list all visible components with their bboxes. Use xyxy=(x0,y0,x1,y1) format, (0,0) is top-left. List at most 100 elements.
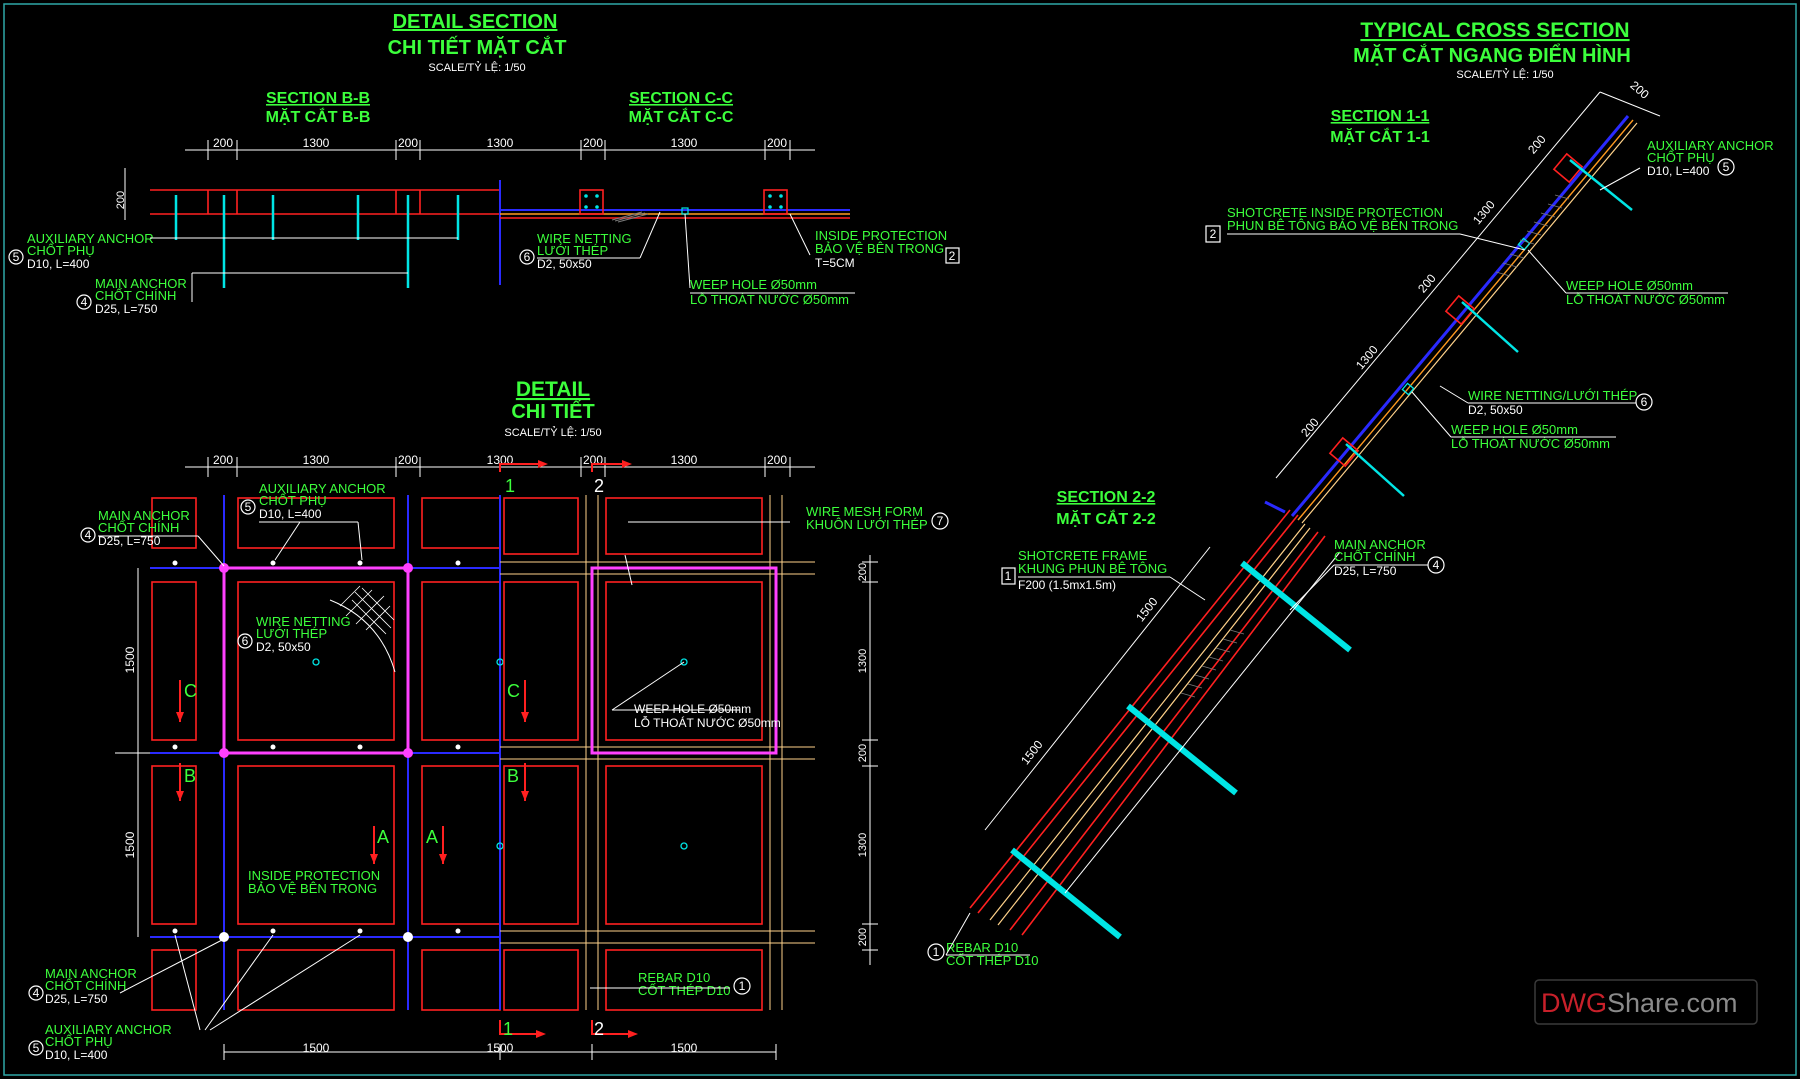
aux-anchor-spec-a: D10, L=400 xyxy=(27,257,90,271)
plan-dim-200-b: 200 xyxy=(398,453,418,467)
dim-200-bb-vertical: 200 xyxy=(115,191,127,209)
shotcrete-frame-spec: F200 (1.5mx1.5m) xyxy=(1018,578,1116,592)
rebar-label-a: REBAR D10 xyxy=(638,970,710,985)
inside-protection-label-vn-a: BẢO VỆ BÊN TRONG xyxy=(815,241,944,256)
mark-4-c: 4 xyxy=(33,986,40,1000)
plan-vdim-200-c: 200 xyxy=(857,928,869,946)
typical-cross-scale: SCALE/TỶ LỆ: 1/50 xyxy=(1456,68,1553,81)
wire-netting-spec-b: D2, 50x50 xyxy=(256,640,311,654)
weep-hole-label-b: WEEP HOLE Ø50mm xyxy=(634,702,751,716)
drawing-border xyxy=(3,3,1797,1076)
slope-dim-200-c: 200 xyxy=(1298,415,1322,440)
shotcrete-frame-label: SHOTCRETE FRAME xyxy=(1018,548,1148,563)
aux-anchor-label-vn-d: CHỐT PHỤ xyxy=(1647,150,1715,165)
section-22-label-vn: MẶT CẮT 2-2 xyxy=(1056,509,1156,528)
detail-section-title-vn: CHI TIẾT MẶT CẮT xyxy=(388,35,567,59)
aux-anchor-label-c: AUXILIARY ANCHOR xyxy=(45,1022,172,1037)
cut-c-right: C xyxy=(507,681,520,701)
main-anchor-label-c: MAIN ANCHOR xyxy=(45,966,137,981)
dim-200-d: 200 xyxy=(767,136,787,150)
slope-aux-anchor-callout: AUXILIARY ANCHOR CHỐT PHỤ D10, L=400 5 xyxy=(1599,138,1774,191)
aux-anchor-label-d: AUXILIARY ANCHOR xyxy=(1647,138,1774,153)
plan-inside-protection-callout: INSIDE PROTECTION BẢO VỆ BÊN TRONG xyxy=(248,868,380,896)
section-cc-drawing xyxy=(500,189,850,289)
main-anchor-label-vn-c: CHỐT CHÍNH xyxy=(45,978,126,993)
cut-2-bottom: 2 xyxy=(594,1019,604,1039)
wire-netting-label-vn-a: LƯỚI THÉP xyxy=(537,243,608,258)
inside-protection-label-a: INSIDE PROTECTION xyxy=(815,228,947,243)
weep-hole-label-vn-c: LỖ THOÁT NƯỚC Ø50mm xyxy=(1566,292,1725,307)
aux-anchor-label-vn-b: CHỐT PHỤ xyxy=(259,493,327,508)
section-11-label-vn: MẶT CẮT 1-1 xyxy=(1330,127,1430,146)
watermark-logo: DWGShare.com xyxy=(1541,988,1738,1018)
aux-anchor-spec-b: D10, L=400 xyxy=(259,507,322,521)
section-11-title: SECTION 1-1 MẶT CẮT 1-1 xyxy=(1330,108,1430,146)
mark-2-a: 2 xyxy=(949,249,956,263)
plan-aux-anchor-callout-top: 5 AUXILIARY ANCHOR CHỐT PHỤ D10, L=400 xyxy=(240,481,386,561)
main-anchor-spec-a: D25, L=750 xyxy=(95,302,158,316)
wire-netting-label-vn-b: LƯỚI THÉP xyxy=(256,626,327,641)
typical-cross-title: TYPICAL CROSS SECTION xyxy=(1360,19,1629,42)
shotcrete-inside-label-vn: PHUN BÊ TÔNG BẢO VỆ BÊN TRONG xyxy=(1227,218,1458,233)
plan-wire-netting-callout: 6 WIRE NETTING LƯỚI THÉP D2, 50x50 xyxy=(237,614,351,654)
slope-weep-hole-callout-a: WEEP HOLE Ø50mm LỖ THOÁT NƯỚC Ø50mm xyxy=(1527,249,1728,307)
aux-anchor-spec-d: D10, L=400 xyxy=(1647,164,1710,178)
detail-section-title-block: DETAIL SECTION CHI TIẾT MẶT CẮT SCALE/TỶ… xyxy=(388,11,567,74)
plan-vdim-1300-a: 1300 xyxy=(857,649,869,673)
inside-protection-callout-cc: INSIDE PROTECTION BẢO VỆ BÊN TRONG T=5CM… xyxy=(815,228,960,270)
section-bb-title: SECTION B-B MẶT CẮT B-B xyxy=(266,90,371,126)
rebar-label-b: REBAR D10 xyxy=(946,940,1018,955)
plan-dim-200-a: 200 xyxy=(213,453,233,467)
plan-dim-1300-a: 1300 xyxy=(303,453,330,467)
shotcrete-frame-outline-left xyxy=(222,566,410,755)
plan-bottom-dimensions: 1500 1500 1500 xyxy=(223,1041,777,1060)
wire-netting-spec-a: D2, 50x50 xyxy=(537,257,592,271)
mark-5-d: 5 xyxy=(1723,160,1730,174)
mark-1-b: 1 xyxy=(1005,569,1012,583)
slope-dim-200-b: 200 xyxy=(1415,271,1439,296)
section-cc-label-vn: MẶT CẮT C-C xyxy=(629,107,734,126)
typical-cross-title-vn: MẶT CẮT NGANG ĐIỂN HÌNH xyxy=(1353,43,1631,67)
plan-vdim-1500-b: 1500 xyxy=(123,831,137,858)
plan-vdim-1500-a: 1500 xyxy=(123,646,137,673)
slope-dim-1500-a: 1500 xyxy=(1133,594,1161,624)
wire-netting-combo-label: WIRE NETTING/LƯỚI THÉP xyxy=(1468,388,1637,403)
cut-1-bottom: 1 xyxy=(503,1019,513,1039)
section-bb-drawing: 200 xyxy=(115,168,501,288)
plan-right-dimensions: 200 1300 200 1300 200 xyxy=(857,555,878,965)
cut-a-left: A xyxy=(377,827,389,847)
slope-main-anchor-callout: MAIN ANCHOR CHỐT CHÍNH D25, L=750 4 xyxy=(1289,537,1445,611)
main-anchor-label-vn-d: CHỐT CHÍNH xyxy=(1334,549,1415,564)
mark-2-b: 2 xyxy=(1210,227,1217,241)
mark-5-b: 5 xyxy=(245,500,252,514)
main-anchor-spec-d: D25, L=750 xyxy=(1334,564,1397,578)
slope-shotcrete-frame-callout: 1 SHOTCRETE FRAME KHUNG PHUN BÊ TÔNG F20… xyxy=(1001,548,1206,601)
wire-netting-label-b: WIRE NETTING xyxy=(256,614,351,629)
wire-mesh-form-label-vn: KHUÔN LƯỚI THÉP xyxy=(806,517,928,532)
cut-a-right: A xyxy=(426,827,438,847)
detail-section-scale: SCALE/TỶ LỆ: 1/50 xyxy=(428,61,525,74)
plan-dim-200-d: 200 xyxy=(767,453,787,467)
weep-hole-label-d: WEEP HOLE Ø50mm xyxy=(1451,422,1578,437)
shotcrete-frame-outline-right xyxy=(590,566,778,755)
cut-1-top: 1 xyxy=(505,476,515,496)
main-anchor-callout-bb: 4 MAIN ANCHOR CHỐT CHÍNH D25, L=750 xyxy=(76,273,193,316)
slope-dim-1300-a: 1300 xyxy=(1470,197,1498,227)
dim-200-a: 200 xyxy=(213,136,233,150)
cut-c-left: C xyxy=(184,681,197,701)
slope-weep-hole-callout-b: WEEP HOLE Ø50mm LỖ THOÁT NƯỚC Ø50mm xyxy=(1411,391,1616,451)
plan-dim-1300-c: 1300 xyxy=(671,453,698,467)
plan-weep-hole-callout: WEEP HOLE Ø50mm LỖ THOÁT NƯỚC Ø50mm xyxy=(634,702,781,730)
plan-main-anchor-callout-bottom: 4 MAIN ANCHOR CHỐT CHÍNH D25, L=750 xyxy=(28,939,223,1006)
aux-anchor-spec-c: D10, L=400 xyxy=(45,1048,108,1062)
weep-hole-label-vn-b: LỖ THOÁT NƯỚC Ø50mm xyxy=(634,715,781,730)
detail-title-vn: CHI TIẾT xyxy=(511,400,594,423)
aux-anchor-label-b: AUXILIARY ANCHOR xyxy=(259,481,386,496)
main-anchor-label-a: MAIN ANCHOR xyxy=(95,276,187,291)
mark-6-b: 6 xyxy=(242,634,249,648)
cut-b-left: B xyxy=(184,766,196,786)
slope-rebar-callout: 1 REBAR D10 CỐT THÉP D10 xyxy=(927,912,1038,968)
plan-vdim-1300-b: 1300 xyxy=(857,833,869,857)
weep-hole-label-vn-a: LỖ THOÁT NƯỚC Ø50mm xyxy=(690,292,849,307)
shotcrete-inside-label: SHOTCRETE INSIDE PROTECTION xyxy=(1227,205,1443,220)
